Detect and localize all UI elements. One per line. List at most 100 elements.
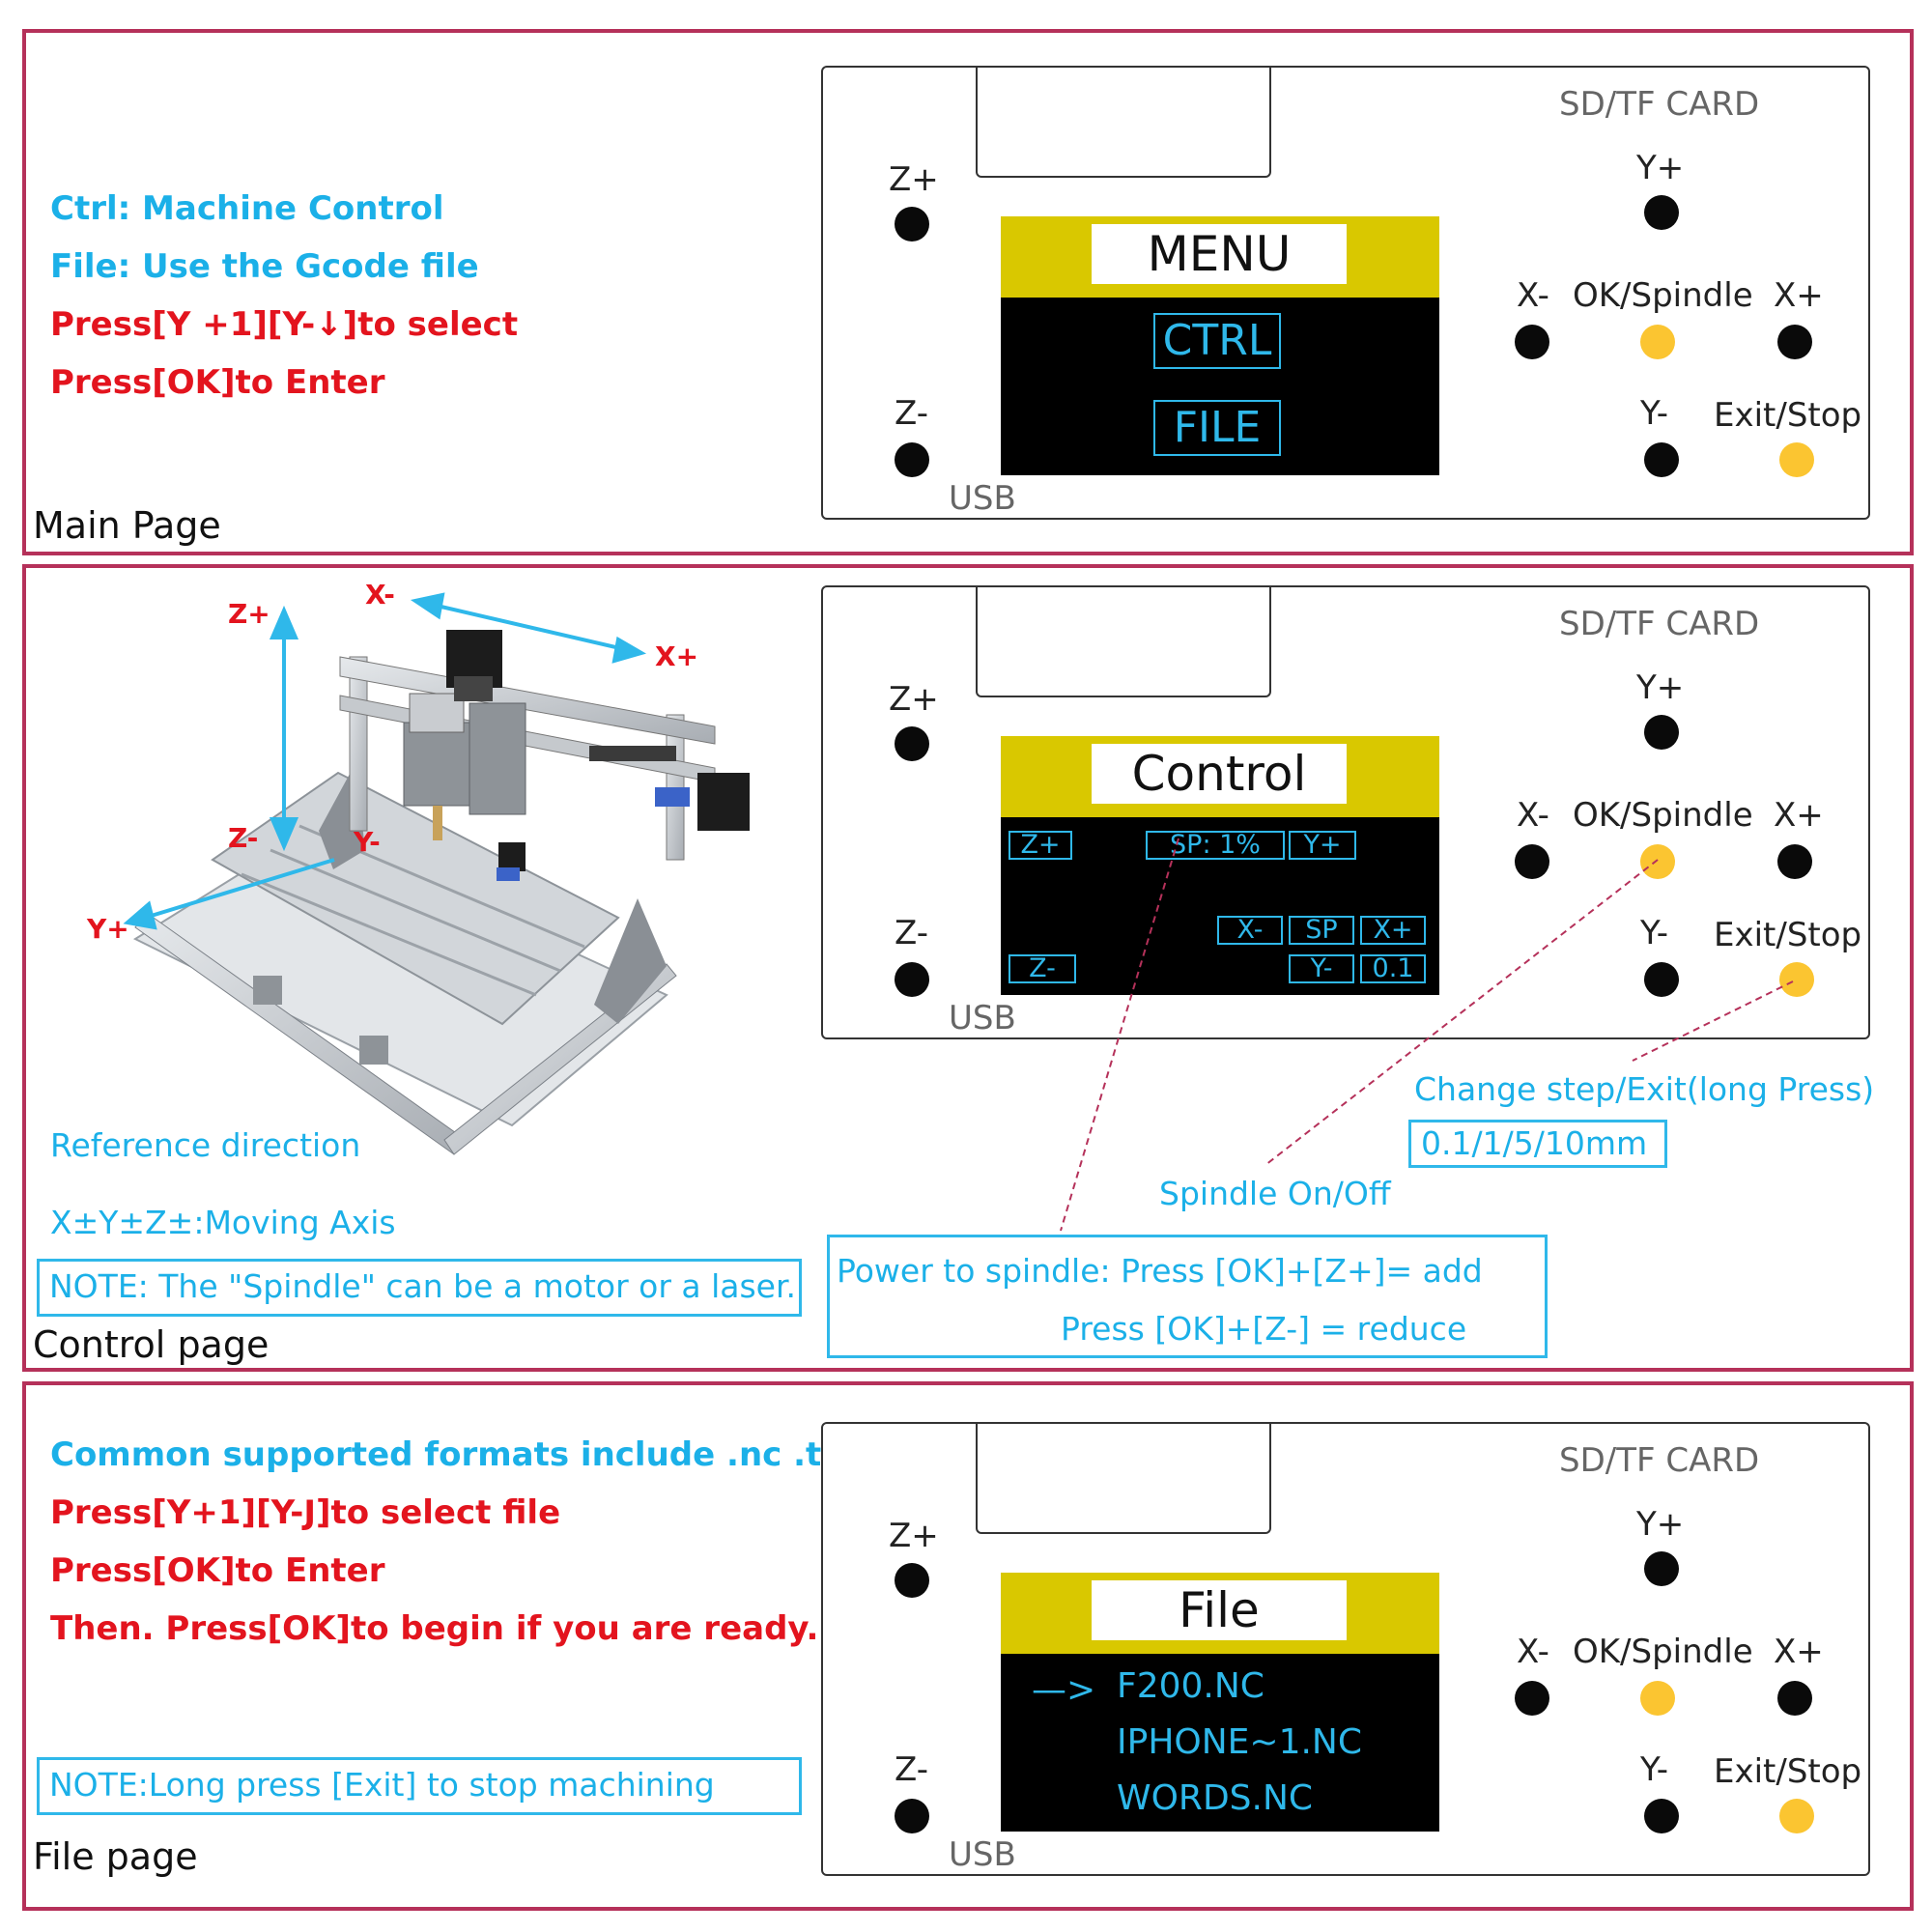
spindle-note: NOTE: The "Spindle" can be a motor or a … [37,1259,802,1317]
lcd-step-value: 0.1 [1360,954,1426,983]
sd-card-label: SD/TF CARD [1559,605,1760,643]
file-line-formats: Common supported formats include .nc .tx… [50,1435,944,1474]
x-plus-button[interactable] [1777,844,1812,879]
main-line-enter: Press[OK]to Enter [50,363,385,402]
z-minus-button[interactable] [895,442,929,477]
file-page-title: File page [33,1835,198,1878]
y-minus-button[interactable] [1644,962,1679,997]
lcd-z-minus: Z- [1009,954,1076,983]
x-minus-button[interactable] [1515,325,1549,359]
x-minus-label: X- [1517,276,1549,315]
lcd-screen-file: File —> F200.NC IPHONE~1.NC WORDS.NC [1001,1573,1439,1832]
y-plus-button[interactable] [1644,195,1679,230]
menu-file-item[interactable]: FILE [1153,400,1281,456]
exit-stop-button[interactable] [1779,962,1814,997]
y-minus-label: Y- [1640,914,1669,952]
x-minus-button[interactable] [1515,1681,1549,1716]
y-plus-label: Y+ [1636,1505,1685,1544]
usb-slot [976,585,1271,697]
file-line-select: Press[Y+1][Y-J]to select file [50,1493,561,1532]
x-minus-label: X- [1517,796,1549,835]
lcd-x-plus: X+ [1360,916,1426,945]
controller-panel-main: SD/TF CARD Z+ Z- USB MENU CTRL FILE Y+ X… [821,66,1870,520]
lcd-y-minus: Y- [1289,954,1354,983]
z-minus-button[interactable] [895,1799,929,1833]
lcd-x-minus: X- [1217,916,1283,945]
control-page-title: Control page [33,1323,270,1366]
usb-label: USB [949,999,1016,1037]
main-line-file: File: Use the Gcode file [50,247,479,286]
usb-label: USB [949,479,1016,518]
exit-stop-button[interactable] [1779,1799,1814,1833]
screen-header: MENU [1092,224,1347,284]
z-plus-button[interactable] [895,726,929,761]
file-line-begin: Then. Press[OK]to begin if you are ready… [50,1609,819,1648]
exit-stop-label: Exit/Stop [1714,916,1862,954]
control-page-section [22,564,1914,1372]
z-minus-label: Z- [895,1750,928,1789]
spindle-onoff-text: Spindle On/Off [1159,1175,1391,1212]
z-minus-label: Z- [895,394,928,433]
x-minus-button[interactable] [1515,844,1549,879]
z-plus-button[interactable] [895,207,929,242]
x-plus-button[interactable] [1777,325,1812,359]
moving-axis-text: X±Y±Z±:Moving Axis [50,1204,396,1241]
ok-spindle-button[interactable] [1640,1681,1675,1716]
change-step-text: Change step/Exit(long Press) [1414,1070,1875,1108]
spindle-power-box [827,1235,1548,1358]
y-minus-button[interactable] [1644,1799,1679,1833]
file-item[interactable]: IPHONE~1.NC [1117,1722,1362,1762]
y-plus-button[interactable] [1644,1551,1679,1586]
z-plus-label: Z+ [889,160,939,199]
z-minus-label: Z- [895,914,928,952]
x-minus-label: X- [1517,1633,1549,1671]
ok-spindle-button[interactable] [1640,325,1675,359]
file-selection-arrow: —> [1032,1670,1096,1710]
y-minus-label: Y- [1640,1750,1669,1789]
controller-panel-file: SD/TF CARD Z+ Z- USB File —> F200.NC IPH… [821,1422,1870,1876]
lcd-screen-menu: MENU CTRL FILE [1001,216,1439,475]
exit-stop-label: Exit/Stop [1714,396,1862,435]
x-plus-label: X+ [1774,276,1824,315]
menu-ctrl-item[interactable]: CTRL [1153,313,1281,369]
axis-x-plus-label: X+ [655,640,699,672]
screen-header: File [1092,1580,1347,1640]
lcd-spindle: SP [1289,916,1354,945]
y-minus-button[interactable] [1644,442,1679,477]
exit-stop-button[interactable] [1779,442,1814,477]
sd-card-label: SD/TF CARD [1559,85,1760,124]
file-page-section [22,1381,1914,1911]
z-plus-button[interactable] [895,1563,929,1598]
main-line-ctrl: Ctrl: Machine Control [50,189,444,228]
file-item[interactable]: WORDS.NC [1117,1778,1314,1818]
file-item[interactable]: F200.NC [1117,1666,1264,1706]
ok-spindle-label: OK/Spindle [1573,276,1753,315]
axis-z-minus-label: Z- [228,822,259,854]
exit-note: NOTE:Long press [Exit] to stop machining [37,1757,802,1815]
exit-stop-label: Exit/Stop [1714,1752,1862,1791]
ok-spindle-label: OK/Spindle [1573,796,1753,835]
main-page-title: Main Page [33,504,221,547]
y-plus-button[interactable] [1644,715,1679,750]
axis-z-plus-label: Z+ [228,598,270,630]
z-minus-button[interactable] [895,962,929,997]
z-plus-label: Z+ [889,1517,939,1555]
main-page-section [22,29,1914,555]
x-plus-label: X+ [1774,796,1824,835]
power-add-text: Power to spindle: Press [OK]+[Z+]= add [837,1252,1483,1290]
screen-header: Control [1092,744,1347,804]
y-plus-label: Y+ [1636,668,1685,707]
x-plus-label: X+ [1774,1633,1824,1671]
axis-x-minus-label: X- [365,579,395,611]
axis-y-minus-label: Y- [354,826,381,858]
ok-spindle-button[interactable] [1640,844,1675,879]
usb-slot [976,66,1271,178]
usb-label: USB [949,1835,1016,1874]
x-plus-button[interactable] [1777,1681,1812,1716]
usb-slot [976,1422,1271,1534]
controller-panel-control: SD/TF CARD Z+ Z- USB Control Z+ SP: 1% Y… [821,585,1870,1039]
z-plus-label: Z+ [889,680,939,719]
power-reduce-text: Press [OK]+[Z-] = reduce [1061,1310,1467,1348]
lcd-z-plus: Z+ [1009,831,1072,860]
y-minus-label: Y- [1640,394,1669,433]
